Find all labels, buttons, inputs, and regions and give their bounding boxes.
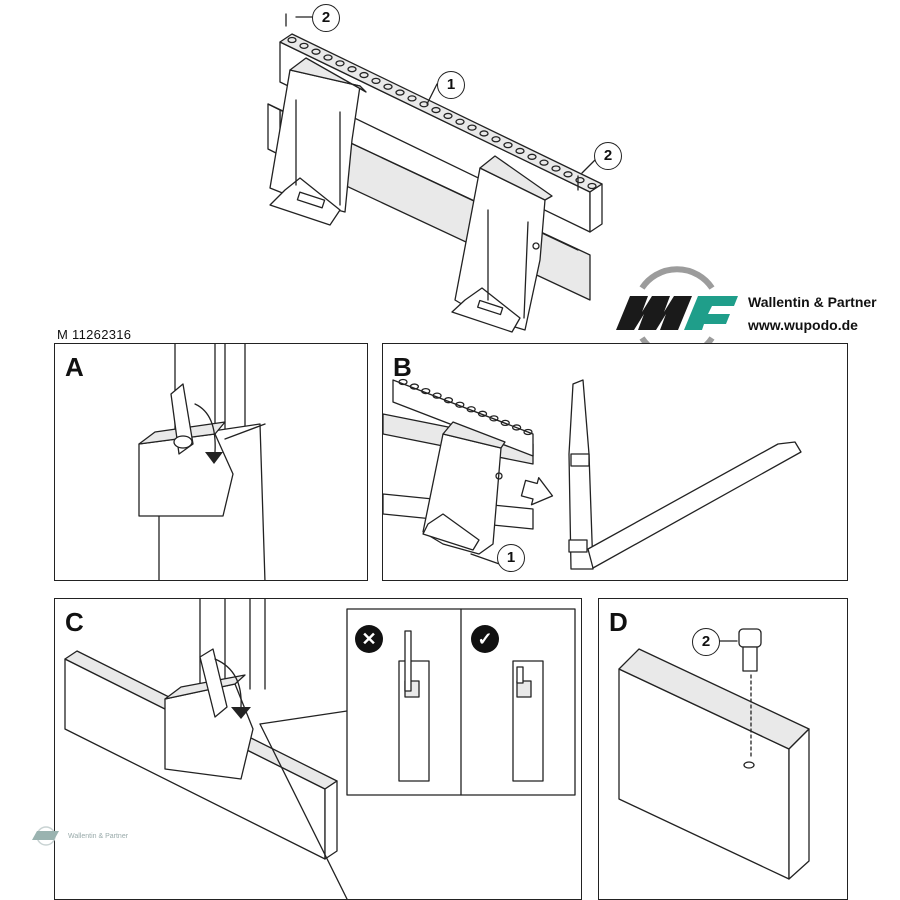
callout-carriage: 1 (437, 71, 465, 99)
rack-tooth (409, 383, 420, 390)
rack-tooth (489, 415, 499, 422)
panel-b-letter: B (393, 352, 412, 382)
rack-tooth (587, 182, 597, 190)
rack-tooth (398, 378, 408, 386)
rack-tooth (575, 177, 585, 184)
panel-d-letter: D (609, 607, 628, 637)
rack-tooth (359, 71, 369, 79)
brand-name: Wallentin & Partner (748, 294, 877, 310)
watermark-logo-icon (32, 826, 59, 846)
panel-c-letter: C (65, 607, 84, 637)
panel-c-drawing (64, 599, 576, 899)
rack-tooth (455, 118, 465, 125)
rack-tooth (539, 159, 549, 166)
rack-tooth (527, 153, 537, 160)
rack-tooth (523, 428, 533, 436)
rack-tooth (500, 419, 510, 427)
wrong-indicator: ✕ (355, 625, 383, 653)
rack-tooth (287, 36, 297, 44)
watermark: Wallentin & Partner (28, 824, 148, 848)
rack-tooth (323, 54, 333, 61)
check-icon: ✓ (477, 629, 493, 649)
callout-carriage-b: 1 (497, 544, 525, 572)
watermark-text: Wallentin & Partner (68, 833, 129, 840)
rack-tooth (421, 387, 431, 395)
rack-tooth (466, 406, 476, 413)
carriage-drawing (267, 13, 603, 333)
rack-tooth (477, 410, 488, 417)
rack-tooth (479, 130, 489, 137)
callout-screw-right: 2 (594, 142, 622, 170)
rack-tooth (563, 171, 573, 178)
callout-screw-top: 2 (312, 4, 340, 32)
panel-c: C ✕ ✓ (54, 598, 582, 900)
panel-b-drawing (383, 378, 802, 570)
panel-a-drawing (138, 344, 266, 580)
rack-tooth (311, 48, 321, 55)
rack-tooth (383, 83, 393, 90)
rack-tooth (432, 392, 442, 399)
right-indicator: ✓ (471, 625, 499, 653)
panel-a-letter: A (65, 352, 84, 382)
brand-url: www.wupodo.de (748, 317, 858, 333)
rack-tooth (443, 112, 453, 120)
rack-tooth (511, 424, 522, 431)
figure-id: M 11262316 (57, 327, 132, 342)
rack-tooth (431, 106, 441, 114)
cross-icon: ✕ (361, 629, 377, 649)
rack-tooth (395, 89, 405, 96)
rack-tooth (299, 42, 309, 49)
callout-screw-d: 2 (692, 628, 720, 656)
rack-tooth (335, 60, 345, 67)
rack-tooth (419, 101, 429, 108)
panel-a: A (54, 343, 368, 581)
rack-tooth (371, 77, 381, 85)
rack-tooth (515, 147, 525, 155)
panel-d: D 2 (598, 598, 848, 900)
rack-tooth (347, 66, 357, 73)
rack-tooth (443, 397, 454, 404)
rack-tooth (407, 95, 417, 102)
rack-tooth (503, 141, 513, 149)
panel-d-drawing (618, 628, 810, 880)
rack-tooth (467, 124, 477, 131)
panel-b: B 1 (382, 343, 848, 581)
rack-tooth (551, 165, 561, 172)
rack-tooth (455, 401, 465, 408)
rack-tooth (491, 136, 501, 143)
